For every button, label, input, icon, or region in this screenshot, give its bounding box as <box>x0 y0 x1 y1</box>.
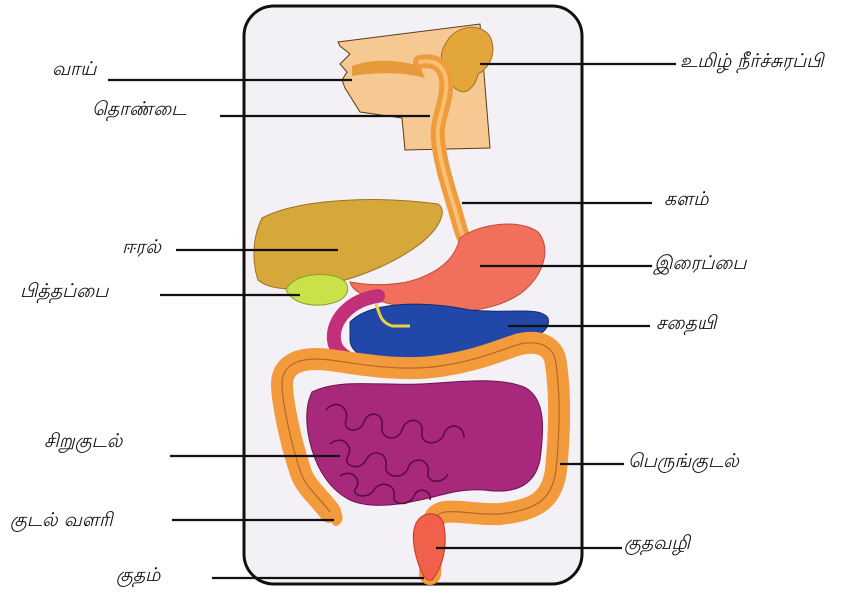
label-esophagus: களம் <box>664 188 709 210</box>
small-intestine <box>307 381 543 506</box>
label-gallbladder: பித்தப்பை <box>20 280 108 302</box>
label-pancreas: சதையி <box>656 312 716 334</box>
label-large-intestine: பெருங்குடல் <box>628 450 739 472</box>
label-liver: ஈரல் <box>122 236 161 258</box>
label-rectum: குதம் <box>116 564 160 586</box>
label-salivary-gland: உமிழ் நீர்ச்சுரப்பி <box>680 50 824 72</box>
label-stomach: இரைப்பை <box>654 252 747 274</box>
label-pharynx: தொண்டை <box>92 98 186 120</box>
label-small-intestine: சிறுகுடல் <box>44 430 122 452</box>
label-mouth: வாய் <box>52 58 96 80</box>
label-anus: குதவழி <box>624 532 690 554</box>
label-appendix: குடல் வளரி <box>10 509 113 531</box>
